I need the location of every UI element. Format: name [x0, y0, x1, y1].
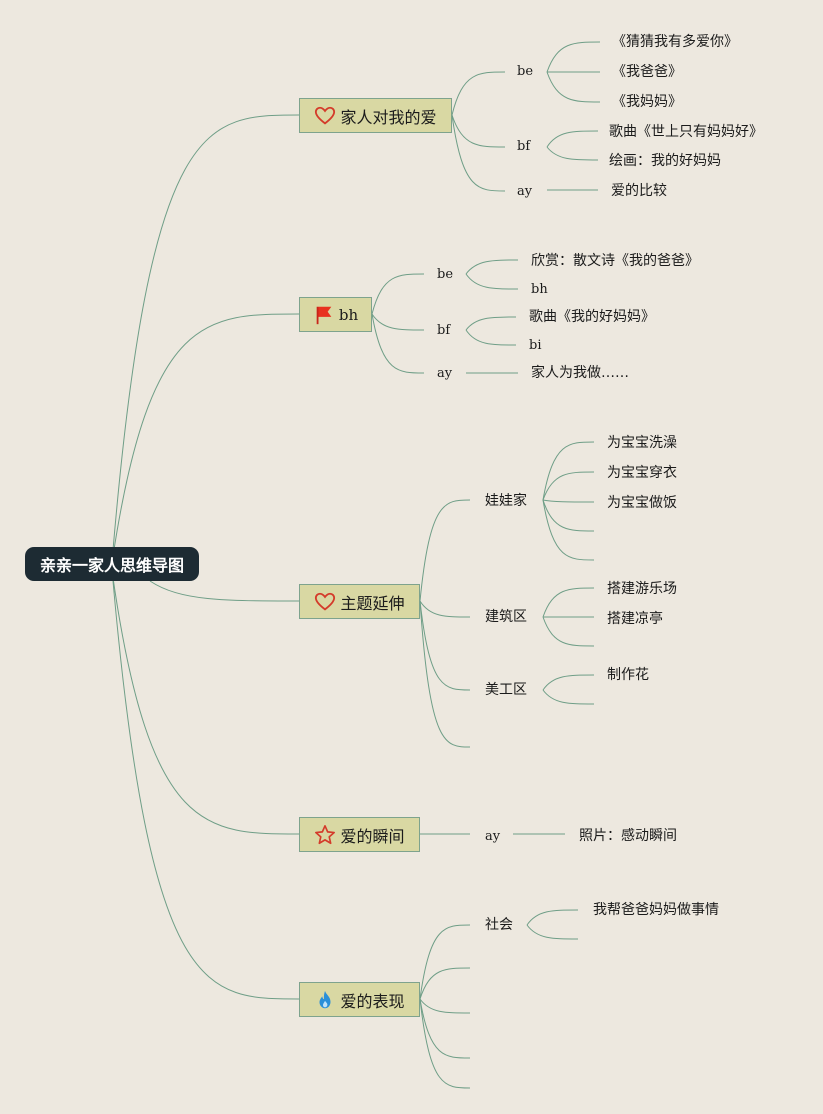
leaf-item[interactable]: 绘画：我的好妈妈 — [609, 153, 721, 169]
leaf-connector — [542, 587, 595, 618]
leaf-connector — [542, 499, 595, 561]
leaf-item[interactable]: 制作花 — [607, 667, 649, 683]
leaf-connector — [542, 499, 595, 503]
leaf-item[interactable]: 为宝宝洗澡 — [607, 435, 677, 451]
topic-connector — [419, 924, 471, 1000]
leaf-item[interactable]: 《猜猜我有多爱你》 — [612, 34, 738, 50]
topic-label: 主题延伸 — [340, 593, 405, 613]
leaf-connector — [542, 499, 595, 532]
subtopic-bf[interactable]: bf — [437, 323, 451, 338]
topic-connector — [419, 600, 471, 618]
leaf-item[interactable]: 照片：感动瞬间 — [579, 828, 677, 844]
leaf-item[interactable]: 《我爸爸》 — [612, 64, 682, 80]
topic-connector — [371, 273, 425, 315]
leaf-connector — [542, 441, 595, 501]
leaf-item[interactable]: 欣赏：散文诗《我的爸爸》 — [531, 253, 699, 269]
leaf-item[interactable]: 我帮爸爸妈妈做事情 — [593, 902, 719, 918]
subtopic-ay[interactable]: ay — [437, 366, 453, 381]
leaf-connector — [546, 146, 599, 161]
subtopic-bf[interactable]: bf — [517, 139, 531, 154]
subtopic-building-area[interactable]: 建筑区 — [485, 609, 527, 625]
leaf-item[interactable]: 歌曲《我的好妈妈》 — [529, 309, 655, 325]
topic-connector — [419, 998, 471, 1014]
leaf-connector — [542, 471, 595, 501]
topic-love-moments[interactable]: 爱的瞬间 — [299, 817, 420, 852]
leaf-connector — [542, 689, 595, 705]
leaf-connector — [465, 329, 517, 346]
leaf-connector — [546, 130, 599, 148]
root-label: 亲亲一家人思维导图 — [39, 556, 184, 575]
root-connector — [112, 114, 300, 551]
topic-label: 家人对我的爱 — [340, 107, 437, 127]
leaf-connector — [465, 273, 519, 290]
leaf-item[interactable]: bi — [529, 338, 542, 353]
heart-icon — [314, 105, 336, 127]
root-connector — [149, 580, 300, 602]
red-flag-icon — [313, 304, 335, 326]
leaf-item[interactable]: 歌曲《世上只有妈妈好》 — [609, 124, 763, 140]
topic-bh[interactable]: bh — [299, 297, 372, 332]
leaf-connector — [546, 41, 601, 73]
subtopic-art-area[interactable]: 美工区 — [485, 682, 527, 698]
leaf-connector — [526, 909, 579, 926]
root-connector — [112, 580, 300, 1000]
leaf-item[interactable]: 爱的比较 — [611, 183, 667, 199]
topic-theme-extension[interactable]: 主题延伸 — [299, 584, 420, 619]
topic-connector — [451, 114, 506, 192]
topic-connector — [419, 998, 471, 1089]
fire-icon — [314, 989, 336, 1011]
leaf-item[interactable]: 家人为我做…… — [531, 365, 629, 381]
topic-connector — [371, 313, 425, 331]
root-node[interactable]: 亲亲一家人思维导图 — [25, 547, 199, 581]
topic-connector — [451, 71, 506, 116]
topic-connector — [419, 499, 471, 602]
subtopic-ay[interactable]: ay — [517, 184, 533, 199]
root-connector — [112, 313, 300, 557]
star-icon — [314, 824, 336, 846]
subtopic-doll-house[interactable]: 娃娃家 — [485, 493, 527, 509]
leaf-item[interactable]: 《我妈妈》 — [612, 94, 682, 110]
topic-connector — [419, 600, 471, 748]
subtopic-society[interactable]: 社会 — [485, 917, 513, 933]
leaf-connector — [546, 71, 601, 103]
leaf-connector — [465, 259, 519, 275]
leaf-item[interactable]: 搭建游乐场 — [607, 581, 677, 597]
heart-icon — [314, 591, 336, 613]
subtopic-be[interactable]: be — [517, 64, 534, 79]
topic-love-expression[interactable]: 爱的表现 — [299, 982, 420, 1017]
topic-connector — [419, 998, 471, 1059]
subtopic-ay[interactable]: ay — [485, 829, 501, 844]
leaf-item[interactable]: 为宝宝做饭 — [607, 495, 677, 511]
topic-connector — [451, 114, 506, 148]
subtopic-be[interactable]: be — [437, 267, 454, 282]
topic-connector — [419, 600, 471, 691]
leaf-item[interactable]: 为宝宝穿衣 — [607, 465, 677, 481]
topic-label: 爱的瞬间 — [340, 826, 405, 846]
root-connector — [112, 577, 300, 835]
topic-connector — [371, 313, 425, 374]
leaf-connector — [542, 616, 595, 647]
leaf-item[interactable]: 搭建凉亭 — [607, 611, 663, 627]
topic-label: 爱的表现 — [340, 991, 405, 1011]
leaf-connector — [542, 674, 595, 691]
topic-family-love[interactable]: 家人对我的爱 — [299, 98, 452, 133]
leaf-item[interactable]: bh — [531, 282, 548, 297]
topic-connector — [419, 967, 471, 1000]
leaf-connector — [465, 316, 517, 331]
topic-label: bh — [338, 305, 359, 324]
leaf-connector — [526, 924, 579, 940]
